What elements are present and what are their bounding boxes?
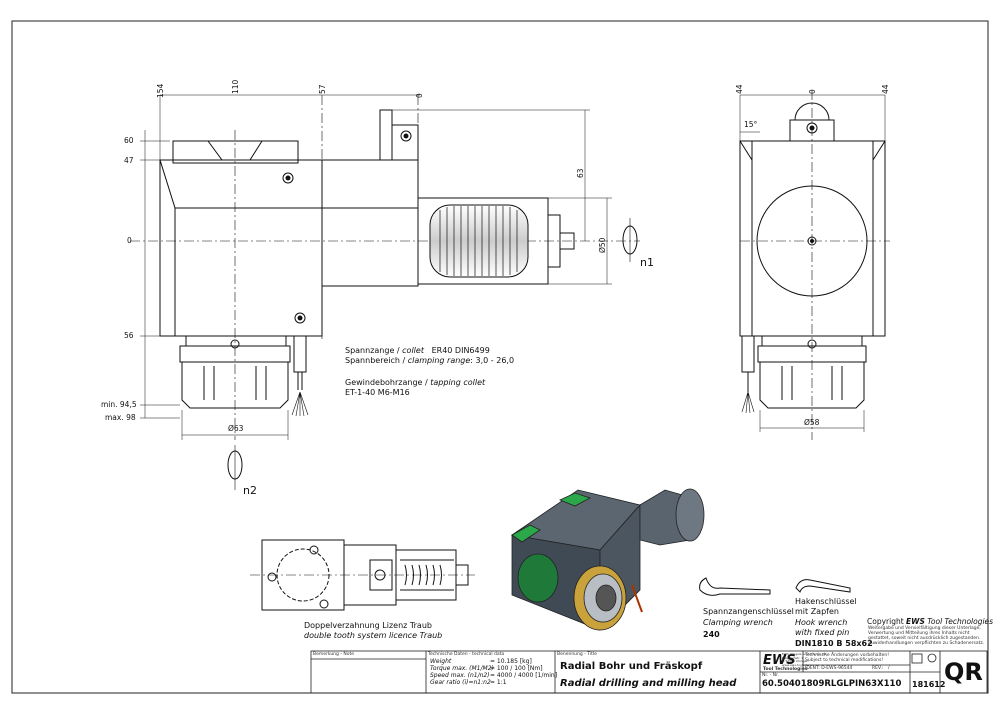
tb-tech-label: Technische Daten - technical data: [428, 652, 505, 657]
dim-max: max. 98: [105, 413, 136, 422]
traub-de: Doppelverzahnung Lizenz Traub: [304, 621, 432, 630]
tb-remark-label: Bemerkung - Note: [313, 652, 355, 657]
copyright-title: Copyright EWS Tool Technologies: [867, 617, 994, 626]
side-view: [739, 90, 890, 440]
wrench2-de2: mit Zapfen: [795, 607, 839, 616]
wrench1-en: Clamping wrench: [703, 618, 773, 627]
tb-company-3: D-73066 Uhingen: [782, 659, 809, 663]
tb-row-0-key: Weight: [430, 658, 452, 665]
dim-d58: Ø58: [804, 418, 820, 427]
dim-side-44b: 44: [881, 84, 890, 94]
tb-logo: EWS: [763, 653, 796, 668]
top-view: [250, 539, 475, 611]
tb-qr: QR: [944, 658, 983, 686]
copyright-line-3: gestattet, soweit nicht ausdrücklich zug…: [868, 636, 981, 641]
tb-pos-label: Nr. - Nr.: [762, 673, 779, 678]
front-view: [130, 94, 640, 490]
tb-rev: REV.:: [872, 666, 884, 671]
render-3d: [510, 488, 705, 631]
tb-rev-val: /: [888, 666, 890, 671]
dim-side-0: 0: [808, 89, 817, 94]
tb-logo-sub: Tool Technologies: [763, 667, 808, 672]
titleblock-grid: [310, 650, 988, 694]
note-range: Spannbereich / clamping range: 3,0 - 26,…: [345, 356, 515, 365]
dim-side-44a: 44: [735, 84, 744, 94]
tb-changes-en: Subject to technical modifications!: [805, 658, 884, 663]
traub-en: double tooth system licence Traub: [304, 631, 443, 640]
tb-row-3-val: = 1:1: [490, 679, 507, 686]
dim-d63: Ø63: [228, 424, 244, 433]
note-collet: Spannzange / collet ER40 DIN6499: [345, 346, 490, 355]
tb-title-de: Radial Bohr und Fräskopf: [560, 661, 703, 672]
tb-desig-label: Benennung - Title: [557, 652, 597, 657]
rotation-n1: n1: [640, 256, 654, 269]
wrench2-en: Hook wrench: [795, 618, 848, 627]
dim-top-0: 0: [415, 93, 424, 98]
dim-left-0: 0: [127, 236, 132, 245]
wrench-icons: [699, 577, 851, 596]
tb-code: 181612: [912, 680, 946, 689]
tb-changes-de: Technische Änderungen vorbehalten!: [805, 653, 890, 658]
wrench2-en2: with fixed pin: [795, 628, 850, 637]
wrench1-num: 240: [703, 630, 720, 639]
dim-d50: Ø50: [598, 237, 607, 253]
copyright-line-1: Weitergabe und Vervielfältigung dieser U…: [868, 626, 981, 631]
dim-left-47: 47: [124, 156, 134, 165]
dim-min: min. 94,5: [101, 400, 137, 409]
dim-top-154: 154: [156, 83, 165, 98]
wrench2-de: Hakenschlüssel: [795, 597, 857, 606]
dim-left-56: 56: [124, 331, 134, 340]
copyright-line-4: Zuwiderhandlungen verpflichten zu Schade…: [868, 641, 985, 646]
tb-row-1-val: = 100 / 100 [Nm]: [490, 665, 543, 672]
wrench1-de: Spannzangenschlüssel: [703, 607, 794, 616]
dim-63: 63: [576, 168, 585, 178]
dim-angle: 15°: [744, 120, 758, 129]
dim-top-110: 110: [231, 79, 240, 94]
dim-left-60: 60: [124, 136, 134, 145]
tb-row-3-key: Gear ratio (i)=n1:n2: [430, 679, 491, 686]
tb-part-no: 60.50401809RLGLPIN63X110: [762, 679, 902, 689]
tb-company-2: Maybachstr. 1: [782, 655, 804, 660]
copyright-line-2: Verwertung und Mitteilung ihres Inhalts …: [868, 631, 970, 636]
tb-row-2-key: Speed max. (n1/n2): [430, 672, 490, 679]
tb-row-2-val: = 4000 / 4000 [1/min]: [490, 672, 558, 679]
tb-company-4: www.ews-tools.de: [782, 662, 809, 667]
tb-company-1: EWS Weigele GmbH & Co. KG: [782, 652, 827, 656]
note-tap-spec: ET-1-40 M6-M16: [345, 388, 410, 397]
tb-ident: IDENT: D-EWS-96544: [805, 666, 853, 671]
dim-top-57: 57: [318, 84, 327, 94]
note-tap: Gewindebohrzange / tapping collet: [345, 378, 486, 387]
tb-row-1-key: Torque max. (M1/M2): [430, 665, 494, 672]
rotation-n2: n2: [243, 484, 257, 497]
tb-title-en: Radial drilling and milling head: [560, 678, 737, 689]
wrench2-num: DIN1810 B 58x62: [795, 639, 873, 648]
tb-row-0-val: = 10.185 [kg]: [490, 658, 532, 665]
